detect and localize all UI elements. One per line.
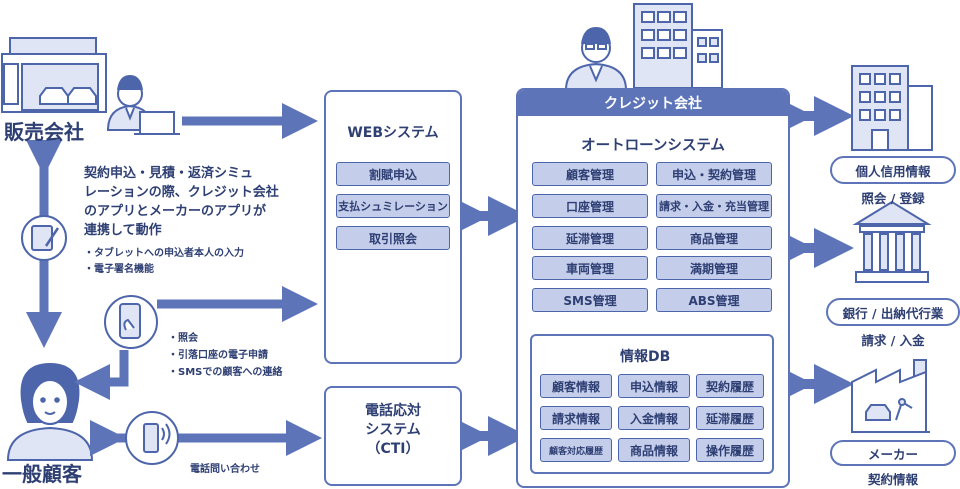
external-credit-info-label: 個人信用情報	[830, 156, 956, 184]
module-abs-management: ABS管理	[656, 288, 772, 312]
phone-to-customer-arrow	[74, 350, 129, 400]
phone-note-bullet: ・照会	[168, 333, 198, 344]
office-tower-icon	[633, 3, 723, 89]
module-maturity-management: 満期管理	[656, 256, 772, 280]
phone-note: ・照会 ・引落口座の電子申請 ・SMSでの顧客への連絡	[168, 330, 282, 381]
tablet-note-line: レーションの際、クレジット会社	[84, 185, 279, 200]
module-customer-management: 顧客管理	[532, 162, 648, 186]
phone-note-bullet: ・SMSでの顧客への連絡	[168, 367, 283, 378]
businessman-icon	[564, 26, 628, 91]
tablet-note-line: のアプリとメーカーのアプリが	[84, 204, 267, 219]
phone-note-bullet: ・引落口座の電子申請	[168, 350, 268, 361]
tablet-note-bullet: ・タブレットへの申込者本人の入力	[84, 248, 244, 259]
info-db-title: 情報DB	[620, 349, 671, 365]
bank-icon	[852, 200, 932, 283]
web-item-transaction-inquiry: 取引照会	[336, 226, 450, 250]
tablet-note-bullet: ・電子署名機能	[84, 264, 154, 275]
cti-title-line: （CTI）	[366, 441, 420, 457]
tablet-note-line: 連携して動作	[84, 223, 162, 238]
db-item-payment-info: 入金情報	[618, 406, 690, 430]
sales-company-label: 販売会社	[4, 120, 84, 144]
autoloan-system-title: オートローンシステム	[581, 138, 725, 154]
phone-call-icon	[125, 411, 179, 465]
phone-inquiry-label: 電話問い合わせ	[190, 464, 260, 475]
external-credit-info-sub: 照会 / 登録	[861, 191, 925, 206]
tablet-note: 契約申込・見積・返済シミュ レーションの際、クレジット会社 のアプリとメーカーの…	[84, 164, 279, 278]
customer-label: 一般顧客	[2, 462, 82, 486]
db-item-application-info: 申込情報	[618, 374, 690, 398]
external-maker-sub: 契約情報	[867, 472, 918, 487]
web-item-payment-simulation: 支払シュミレーション	[336, 194, 450, 218]
customer-icon	[6, 362, 94, 461]
cti-title-line: システム	[365, 422, 421, 438]
credit-company-header: クレジット会社	[518, 90, 788, 116]
module-sms-management: SMS管理	[532, 288, 648, 312]
db-item-customer-service-history: 顧客対応履歴	[540, 438, 612, 462]
db-item-contract-history: 契約履歴	[696, 374, 764, 398]
sales-staff-icon	[106, 74, 180, 135]
showroom-icon	[1, 37, 107, 113]
factory-icon	[851, 359, 930, 433]
module-account-management: 口座管理	[532, 194, 648, 218]
db-item-customer-info: 顧客情報	[540, 374, 612, 398]
office-building-icon	[851, 65, 933, 151]
external-bank-label: 銀行 / 出納代行業	[826, 298, 960, 326]
db-item-operation-history: 操作履歴	[696, 438, 764, 462]
cti-system-panel	[324, 386, 462, 486]
module-application-contract-management: 申込・契約管理	[656, 162, 772, 186]
web-item-installment-application: 割賦申込	[336, 162, 450, 186]
web-system-title: WEBシステム	[347, 125, 439, 141]
tablet-note-line: 契約申込・見積・返済シミュ	[84, 166, 254, 181]
db-item-delinquency-history: 延滞履歴	[696, 406, 764, 430]
module-delinquency-management: 延滞管理	[532, 226, 648, 250]
module-billing-payment-management: 請求・入金・充当管理	[656, 194, 772, 218]
external-maker-label: メーカー	[830, 440, 956, 466]
external-bank-sub: 請求 / 入金	[861, 333, 925, 348]
cti-system-title: 電話応対 システム （CTI）	[324, 402, 462, 459]
module-vehicle-management: 車両管理	[532, 256, 648, 280]
db-item-product-info: 商品情報	[618, 438, 690, 462]
tablet-icon	[21, 215, 67, 261]
module-product-management: 商品管理	[656, 226, 772, 250]
cti-title-line: 電話応対	[365, 403, 421, 419]
smartphone-icon	[104, 295, 158, 349]
db-item-billing-info: 請求情報	[540, 406, 612, 430]
